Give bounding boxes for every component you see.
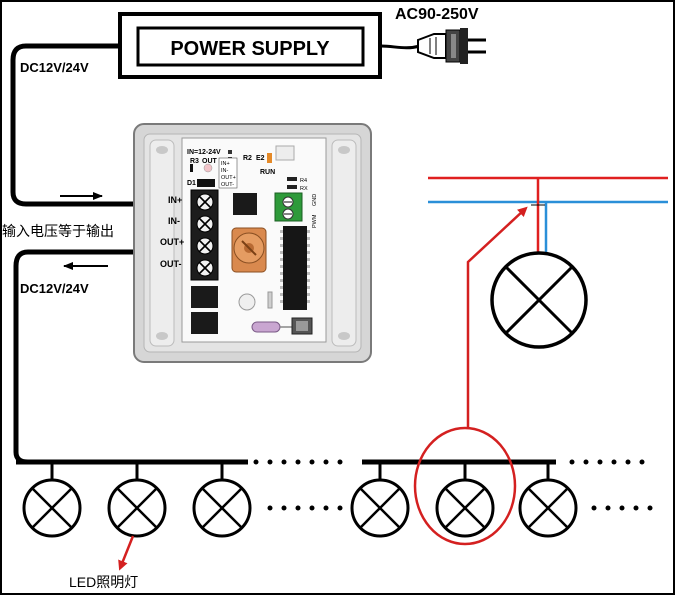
mains-lamp-icon <box>490 251 588 349</box>
terminal-screw-4 <box>196 259 214 277</box>
indicator-led <box>203 163 213 173</box>
ac-input-label: AC90-250V <box>395 6 479 23</box>
dc-output-label: DC12V/24V <box>20 60 89 75</box>
highlight-circle <box>413 426 517 546</box>
dc-output-label-left: DC12V/24V <box>20 281 89 296</box>
terminal-screw-2 <box>196 215 214 233</box>
power-supply: POWER SUPPLY <box>118 12 382 79</box>
led-lighting-label: LED照明灯 <box>69 574 138 590</box>
bus-dots-lamps <box>267 505 653 511</box>
ac-cord <box>379 44 421 50</box>
out-label: OUT <box>202 158 218 165</box>
green-connector <box>274 192 303 222</box>
ic-chip-top <box>233 193 257 215</box>
io-note-label: 输入电压等于输出 <box>2 223 114 239</box>
round-component <box>238 293 256 311</box>
led-lamp-2 <box>107 462 167 538</box>
r4-label: R4 <box>300 178 307 184</box>
ic-chip-dip <box>280 226 310 310</box>
mosfet-1 <box>191 286 218 308</box>
terminal-out-plus-label: OUT+ <box>160 237 184 247</box>
d1-label: D1 <box>187 180 196 187</box>
bus-dots-top <box>253 459 645 465</box>
r3-label: R3 <box>190 158 199 165</box>
terminal-out-minus-label: OUT- <box>160 259 182 269</box>
power-supply-label: POWER SUPPLY <box>170 38 330 60</box>
run-label: RUN <box>260 169 275 176</box>
mini-out-plus: OUT+ <box>221 175 236 181</box>
terminal-in-plus-label: IN+ <box>168 195 182 205</box>
led-lamp-3 <box>192 462 252 538</box>
gnd-label: GND <box>312 194 318 206</box>
led-lamp-4 <box>350 462 410 538</box>
pwm-label: PWM <box>312 214 318 228</box>
input-range-label: IN=12-24V <box>187 149 221 156</box>
mini-in-minus: IN- <box>221 168 229 174</box>
mini-out-minus: OUT- <box>221 182 234 188</box>
r2-label: R2 <box>243 155 252 162</box>
terminal-screw-3 <box>196 237 214 255</box>
led-label-pointer <box>118 535 135 571</box>
led-lamp-6 <box>518 462 578 538</box>
mini-in-plus: IN+ <box>221 161 230 167</box>
controller-board: IN=12-24V R3 OUT D1 IN+ IN- OUT+ OUT- R2… <box>133 123 372 363</box>
led-lamp-1 <box>22 462 82 538</box>
mosfet-2 <box>191 312 218 334</box>
rx-label: RX <box>300 186 308 192</box>
led-lamp-5 <box>435 462 495 538</box>
terminal-in-minus-label: IN- <box>168 216 180 226</box>
comparison-pointer <box>466 206 528 428</box>
terminal-screw-1 <box>196 193 214 211</box>
e2-label: E2 <box>256 155 265 162</box>
capacitor <box>251 321 292 333</box>
plug-icon <box>417 28 486 64</box>
dc-input-cable <box>10 43 160 207</box>
potentiometer <box>231 227 267 273</box>
